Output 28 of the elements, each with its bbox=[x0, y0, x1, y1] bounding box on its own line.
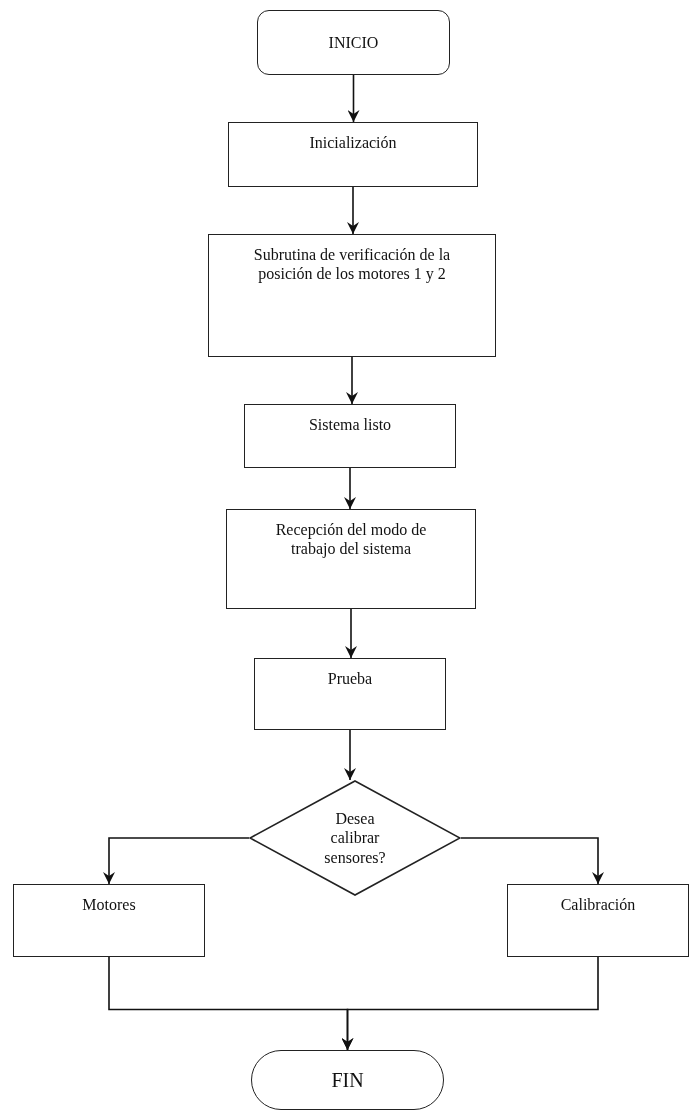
process-box bbox=[254, 658, 446, 730]
arrow bbox=[103, 837, 250, 885]
arrow bbox=[341, 956, 599, 1051]
step-text: Recepción del modo de trabajo del sistema bbox=[274, 520, 428, 559]
step-text: Prueba bbox=[327, 669, 373, 689]
arrow bbox=[344, 729, 356, 781]
process-box bbox=[208, 234, 496, 357]
process-box bbox=[228, 122, 478, 187]
step-text: Motores bbox=[82, 895, 136, 915]
step-text: Subrutina de verificación de la posición de los motores 1 y 2 bbox=[252, 245, 452, 284]
step-text: Calibración bbox=[560, 895, 636, 915]
process-box bbox=[507, 884, 689, 957]
arrow bbox=[460, 837, 604, 885]
arrow bbox=[347, 74, 360, 123]
arrow bbox=[344, 467, 356, 510]
arrow bbox=[345, 608, 357, 659]
terminal-box bbox=[251, 1050, 444, 1110]
step-text: INICIO bbox=[328, 32, 379, 53]
step-text: Sistema listo bbox=[308, 415, 392, 435]
terminal-box bbox=[257, 10, 450, 75]
process-box bbox=[226, 509, 476, 609]
arrow bbox=[347, 186, 359, 235]
step-text: Inicialización bbox=[309, 133, 397, 153]
process-box bbox=[13, 884, 205, 957]
step-text: Desea calibrar sensores? bbox=[323, 809, 387, 867]
step-text: FIN bbox=[331, 1068, 364, 1092]
process-box bbox=[244, 404, 456, 468]
arrow bbox=[346, 356, 358, 405]
